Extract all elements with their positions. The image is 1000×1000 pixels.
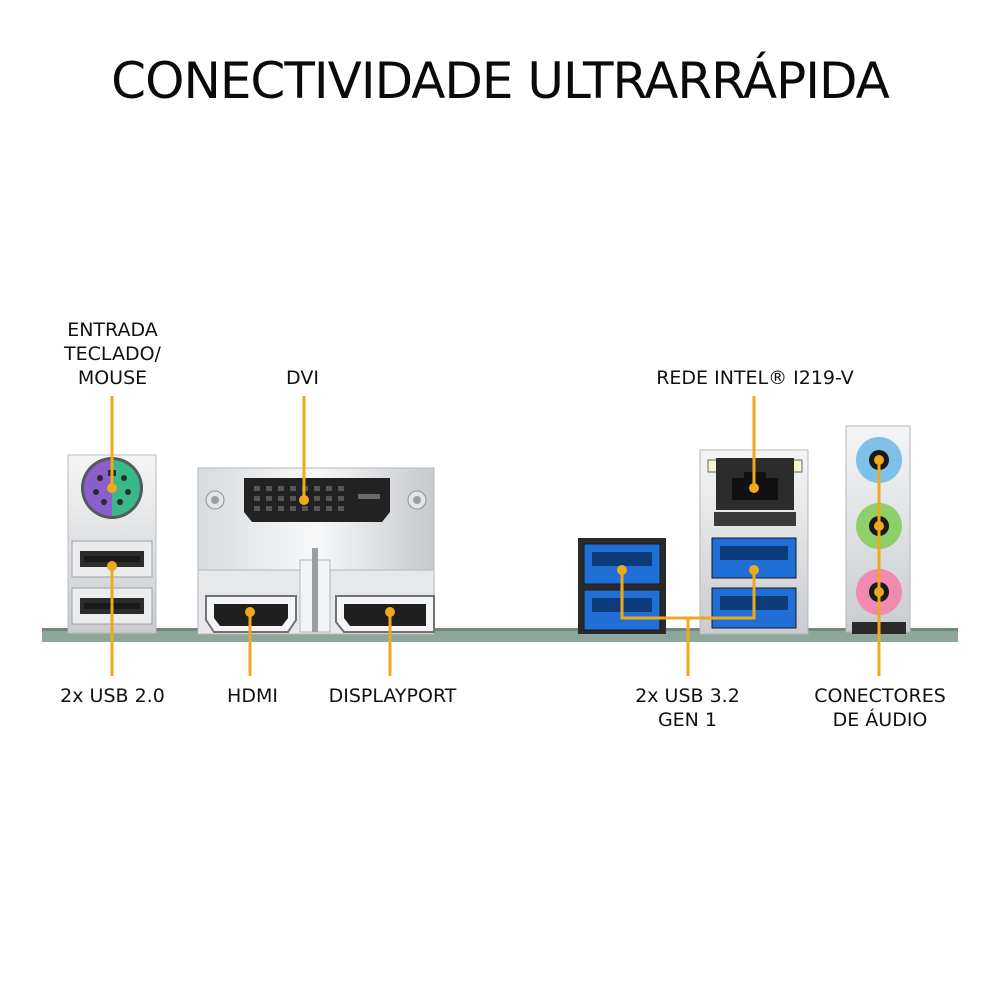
- dvi-pin: [254, 496, 260, 501]
- dvi-pin: [314, 486, 320, 491]
- label-audio-line-1: CONECTORES: [814, 685, 946, 707]
- label-network: REDE INTEL® I219-V: [656, 367, 854, 389]
- dvi-pin: [314, 506, 320, 511]
- label-audio-line-2: DE ÁUDIO: [832, 709, 928, 731]
- dvi-pin: [338, 506, 344, 511]
- page-title: CONECTIVIDADE ULTRARRÁPIDA: [111, 52, 890, 110]
- label-usb2: 2x USB 2.0: [60, 685, 165, 707]
- dvi-pin: [266, 486, 272, 491]
- video-outputs: [197, 467, 435, 635]
- leader-usb32-right: [688, 570, 756, 620]
- dvi-pin: [338, 496, 344, 501]
- dvi-pin: [254, 486, 260, 491]
- pcb-edge-highlight: [42, 628, 958, 631]
- ps2-pins: [93, 470, 131, 505]
- dvi-pin: [278, 506, 284, 511]
- dvi-pin: [278, 486, 284, 491]
- leader-dots: [107, 455, 884, 617]
- dvi-pin: [254, 506, 260, 511]
- label-usb32-line-1: 2x USB 3.2: [635, 685, 740, 707]
- dvi-pin: [290, 486, 296, 491]
- dvi-pin: [326, 496, 332, 501]
- dvi-pin: [326, 486, 332, 491]
- label-usb32-line-2: GEN 1: [657, 709, 718, 731]
- label-displayport: DISPLAYPORT: [328, 685, 457, 707]
- dvi-pin: [266, 506, 272, 511]
- label-hdmi: HDMI: [227, 685, 278, 707]
- label-usb32: 2x USB 3.2 GEN 1: [605, 684, 770, 732]
- dvi-pin: [278, 496, 284, 501]
- label-ps2: ENTRADA TECLADO/ MOUSE: [40, 318, 185, 390]
- label-ps2-line-1: ENTRADA: [67, 319, 158, 341]
- label-ps2-line-2: TECLADO/: [64, 343, 161, 365]
- dvi-pin: [266, 496, 272, 501]
- label-dvi: DVI: [286, 367, 319, 389]
- label-audio: CONECTORES DE ÁUDIO: [795, 684, 965, 732]
- dvi-pin: [338, 486, 344, 491]
- dvi-pin: [290, 496, 296, 501]
- leader-usb32-left: [620, 570, 690, 676]
- dvi-pin: [314, 496, 320, 501]
- dvi-pin: [326, 506, 332, 511]
- dvi-pin: [302, 506, 308, 511]
- leader-lines: [110, 396, 881, 676]
- pcb-edge: [42, 630, 958, 642]
- dvi-pin: [290, 506, 296, 511]
- label-ps2-line-3: MOUSE: [77, 367, 148, 389]
